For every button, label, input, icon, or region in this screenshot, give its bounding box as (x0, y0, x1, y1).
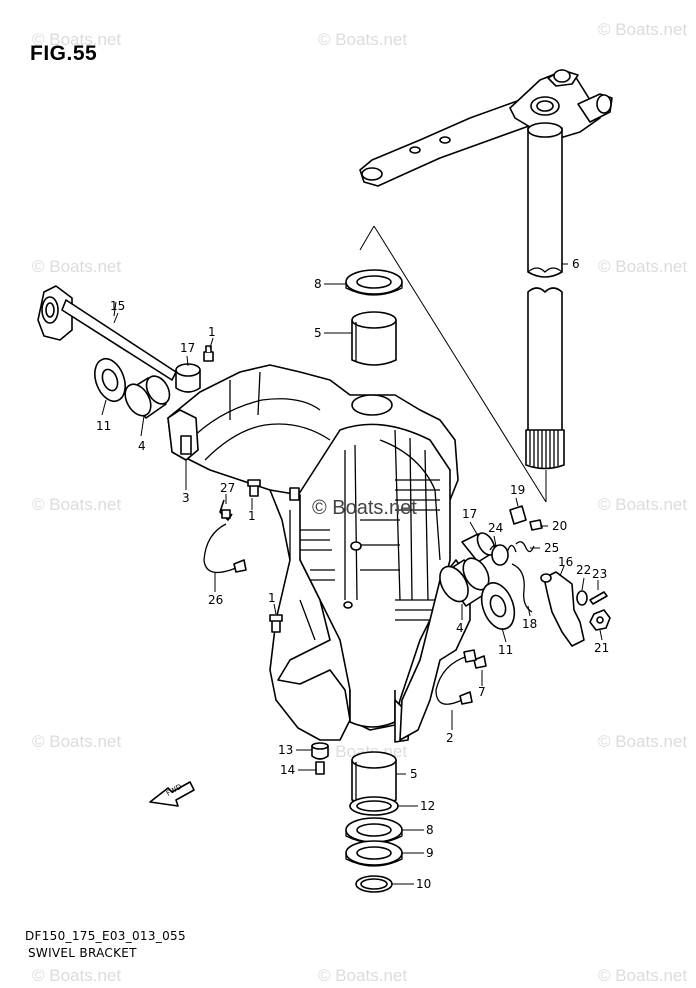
bushing-part-5-lower (351, 751, 397, 806)
screw-part-23 (589, 591, 608, 605)
watermark: © Boats.net (32, 732, 122, 751)
watermark: © Boats.net (598, 966, 688, 985)
callout-27: 27 (220, 481, 235, 495)
watermark: © Boats.net (32, 495, 122, 514)
callout-8-lower: 8 (426, 823, 434, 837)
snap-ring-part-10 (355, 875, 393, 893)
callout-26: 26 (208, 593, 223, 607)
callout-6: 6 (572, 257, 580, 271)
watermark: © Boats.net (598, 20, 688, 39)
callout-16: 16 (558, 555, 573, 569)
callout-21: 21 (594, 641, 609, 655)
watermark: © Boats.net (318, 30, 408, 49)
callout-1-top: 1 (208, 325, 216, 339)
callout-7: 7 (478, 685, 486, 699)
ground-wire-part-26 (203, 499, 247, 574)
callout-11-right: 11 (498, 643, 513, 657)
callout-9: 9 (426, 846, 434, 860)
washer-part-8 (345, 269, 403, 296)
washer-part-22 (576, 590, 588, 606)
washer-part-9 (345, 840, 403, 867)
washer-part-8-lower (345, 817, 403, 844)
watermark: © Boats.net (32, 30, 122, 49)
swivel-bracket-body (167, 364, 471, 743)
watermark: © Boats.net (598, 495, 688, 514)
steering-arm-part-6 (359, 69, 613, 470)
tilt-rod-part-15 (37, 285, 177, 381)
watermark: © Boats.net (598, 257, 688, 276)
bolt-part-1-mid (247, 479, 261, 497)
watermark: © Boats.net (318, 966, 408, 985)
callout-8-upper: 8 (314, 277, 322, 291)
callout-24: 24 (488, 521, 503, 535)
callout-3: 3 (182, 491, 190, 505)
callout-labels: 8 5 6 1 17 15 11 4 3 27 1 26 1 19 20 17 … (96, 257, 609, 891)
figure-title: FIG.55 (30, 42, 98, 65)
callout-23: 23 (592, 567, 607, 581)
bushing-part-4-right (439, 557, 490, 607)
cable-part-18 (511, 563, 533, 613)
bolt-part-20 (529, 519, 543, 531)
callout-2: 2 (446, 731, 454, 745)
callout-20: 20 (552, 519, 567, 533)
grease-nipple-part-1 (203, 345, 214, 362)
callout-1-lower: 1 (268, 591, 276, 605)
screw-part-14 (315, 761, 325, 775)
callout-5-upper: 5 (314, 326, 322, 340)
callout-17-right: 17 (462, 507, 477, 521)
nut-part-21 (589, 609, 611, 631)
callout-4-right: 4 (456, 621, 464, 635)
forward-direction-arrow: FWD (149, 781, 195, 807)
watermark: © Boats.net (32, 257, 122, 276)
callout-15: 15 (110, 299, 125, 313)
o-ring-part-12 (349, 796, 399, 816)
bushing-part-5 (351, 311, 397, 366)
bolt-part-1-lower (269, 614, 283, 633)
callout-18: 18 (522, 617, 537, 631)
watermark: © Boats.net (598, 732, 688, 751)
watermark: © Boats.net (32, 966, 122, 985)
bolt-part-7 (473, 655, 487, 669)
callout-17-left: 17 (180, 341, 195, 355)
bushing-part-17-left (175, 363, 201, 393)
callout-14: 14 (280, 763, 295, 777)
watermark-center: © Boats.net (312, 497, 417, 519)
clip-part-19 (509, 505, 527, 525)
callout-12: 12 (420, 799, 435, 813)
collar-part-13 (311, 742, 329, 760)
ground-wire-part-2 (435, 649, 477, 705)
spring-part-24 (489, 544, 517, 566)
bushing-part-4-left (124, 375, 171, 419)
callout-11-left: 11 (96, 419, 111, 433)
callout-1-mid: 1 (248, 509, 256, 523)
thrust-washer-part-11-right (480, 582, 516, 630)
thrust-washer-part-11-left (94, 357, 126, 403)
callout-10: 10 (416, 877, 431, 891)
diagram-caption: SWIVEL BRACKET (28, 946, 137, 960)
callout-22: 22 (576, 563, 591, 577)
spring-part-25 (515, 541, 535, 553)
leader-lines (101, 263, 603, 885)
callout-4-left: 4 (138, 439, 146, 453)
callout-25: 25 (544, 541, 559, 555)
callout-13: 13 (278, 743, 293, 757)
callout-5-lower: 5 (410, 767, 418, 781)
diagram-code: DF150_175_E03_013_055 (25, 929, 186, 943)
lever-plate-part-16 (540, 571, 585, 647)
callout-19: 19 (510, 483, 525, 497)
